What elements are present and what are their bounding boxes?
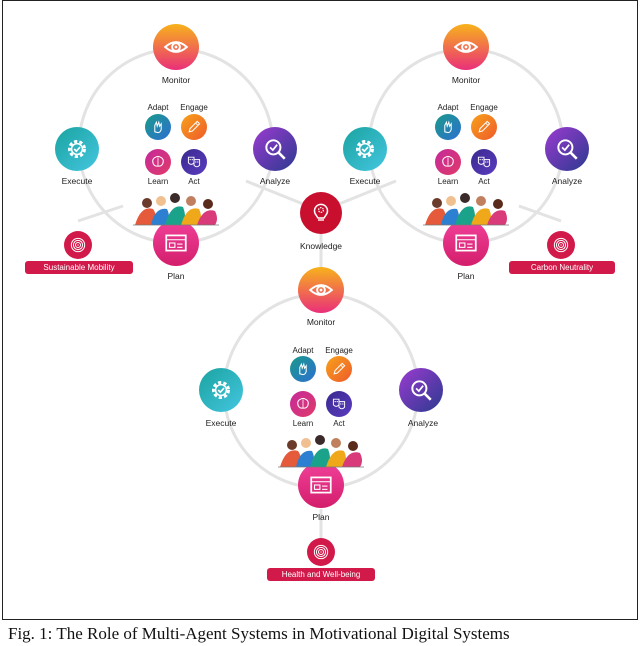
engage-node-left	[181, 114, 207, 140]
plan-label-left: Plan	[167, 271, 185, 281]
goal-badge-left: Sustainable Mobility	[25, 261, 133, 274]
engage-label-bottom: Engage	[325, 346, 353, 355]
analyze-label-left: Analyze	[259, 176, 291, 186]
analyze-node-left	[253, 127, 297, 171]
plan-node-bottom	[298, 462, 344, 508]
fingerprint-icon	[553, 237, 569, 253]
connector-knowledge-left	[245, 179, 309, 208]
monitor-label-left: Monitor	[161, 75, 191, 85]
cycle-left	[55, 24, 297, 266]
adapt-label-left: Adapt	[147, 103, 169, 112]
figure-frame: Monitor Analyze Execute Plan Adapt Engag…	[2, 0, 638, 620]
people-group-icon	[132, 192, 220, 226]
plan-node-left	[153, 220, 199, 266]
connector-goal-right	[518, 204, 562, 223]
cycle-bottom	[199, 267, 443, 566]
people-group-icon	[277, 434, 365, 468]
act-label-left: Act	[188, 177, 200, 186]
execute-node-bottom	[199, 368, 243, 412]
knowledge-label: Knowledge	[299, 241, 343, 251]
figure-caption: Fig. 1: The Role of Multi-Agent Systems …	[8, 624, 510, 643]
act-label-right: Act	[478, 177, 490, 186]
adapt-node-right	[435, 114, 461, 140]
adapt-node-bottom	[290, 356, 316, 382]
mape-k-diagram	[55, 24, 589, 566]
engage-node-bottom	[326, 356, 352, 382]
knowledge-hub	[300, 192, 342, 234]
goal-badge-bottom: Health and Well-being	[267, 568, 375, 581]
execute-label-left: Execute	[61, 176, 93, 186]
plan-node-right	[443, 220, 489, 266]
adapt-label-right: Adapt	[437, 103, 459, 112]
plan-label-bottom: Plan	[312, 512, 330, 522]
plan-label-right: Plan	[457, 271, 475, 281]
analyze-label-bottom: Analyze	[407, 418, 439, 428]
execute-label-bottom: Execute	[205, 418, 237, 428]
monitor-label-bottom: Monitor	[306, 317, 336, 327]
learn-label-right: Learn	[437, 177, 459, 186]
monitor-label-right: Monitor	[451, 75, 481, 85]
adapt-label-bottom: Adapt	[292, 346, 314, 355]
analyze-node-bottom	[399, 368, 443, 412]
connector-goal-left	[77, 204, 124, 223]
connector-knowledge-right	[333, 179, 397, 208]
cycle-right	[343, 24, 589, 266]
adapt-node-left	[145, 114, 171, 140]
analyze-node-right	[545, 127, 589, 171]
engage-node-right	[471, 114, 497, 140]
learn-label-bottom: Learn	[292, 419, 314, 428]
engage-label-left: Engage	[180, 103, 208, 112]
execute-label-right: Execute	[349, 176, 381, 186]
execute-node-right	[343, 127, 387, 171]
engage-label-right: Engage	[470, 103, 498, 112]
people-group-icon	[422, 192, 510, 226]
execute-node-left	[55, 127, 99, 171]
act-label-bottom: Act	[333, 419, 345, 428]
learn-label-left: Learn	[147, 177, 169, 186]
fingerprint-icon	[313, 544, 329, 560]
fingerprint-icon	[70, 237, 86, 253]
analyze-label-right: Analyze	[551, 176, 583, 186]
goal-badge-right: Carbon Neutrality	[509, 261, 615, 274]
